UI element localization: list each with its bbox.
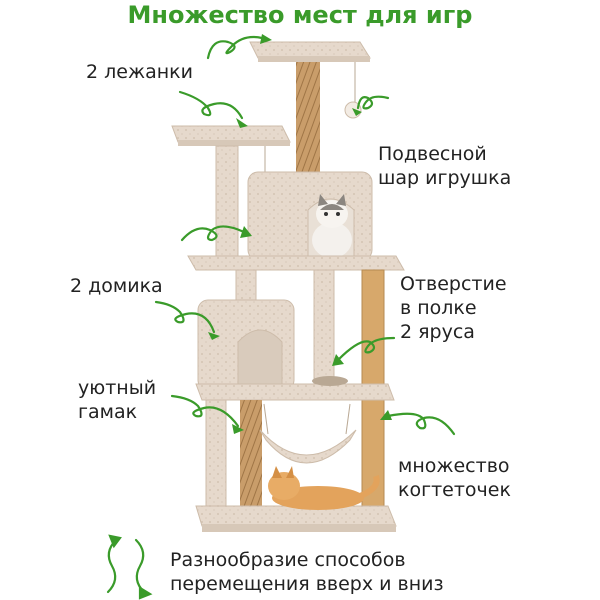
hammock [259, 403, 357, 464]
top-platform [249, 41, 371, 62]
label-hole-line2: в полке [400, 297, 477, 319]
base [195, 505, 397, 532]
lower-sisal-post [240, 400, 262, 512]
middle-platform [187, 255, 405, 271]
lower-house [197, 299, 295, 391]
label-beds: 2 лежанки [86, 61, 193, 83]
arrow-heads [208, 34, 392, 434]
curly-arrow-icon [336, 336, 396, 362]
label-scratch-line1: множество [398, 455, 510, 477]
page-title: Множество мест для игр [127, 1, 473, 29]
label-hole-line3: 2 яруса [400, 321, 475, 343]
label-bottom-line2: перемещения вверх и вниз [170, 573, 444, 595]
label-hole-line1: Отверстие [400, 273, 507, 295]
curly-arrow-icon [386, 412, 456, 436]
label-bottom-line1: Разнообразие способов [170, 549, 406, 571]
label-houses: 2 домика [70, 275, 163, 297]
platform-hole [312, 376, 348, 386]
upper-house [247, 171, 373, 261]
label-hammock-line2: гамак [78, 401, 138, 423]
cat-in-house [312, 194, 352, 258]
left-plush-post [215, 145, 239, 261]
label-ball-line1: Подвесной [378, 143, 487, 165]
label-ball-line2: шар игрушка [378, 167, 512, 189]
annotation-arrows [154, 35, 456, 436]
curly-arrow-icon [180, 225, 246, 242]
curly-arrow-icon [170, 394, 240, 428]
label-hammock-line1: уютный [78, 377, 157, 399]
top-sisal-post [296, 62, 320, 174]
label-scratch-line2: когтеточек [398, 479, 511, 501]
lower-left-post [205, 399, 227, 511]
left-bed-platform [171, 125, 291, 146]
curly-arrow-icon [154, 300, 216, 334]
curly-arrow-icon [178, 90, 244, 120]
curly-arrow-icon [356, 95, 390, 110]
orange-cat [268, 466, 380, 510]
curly-arrow-icon [206, 35, 264, 60]
middle-plush-post [313, 269, 335, 391]
lower-platform [195, 376, 395, 401]
double-arrow-icon [106, 534, 153, 600]
